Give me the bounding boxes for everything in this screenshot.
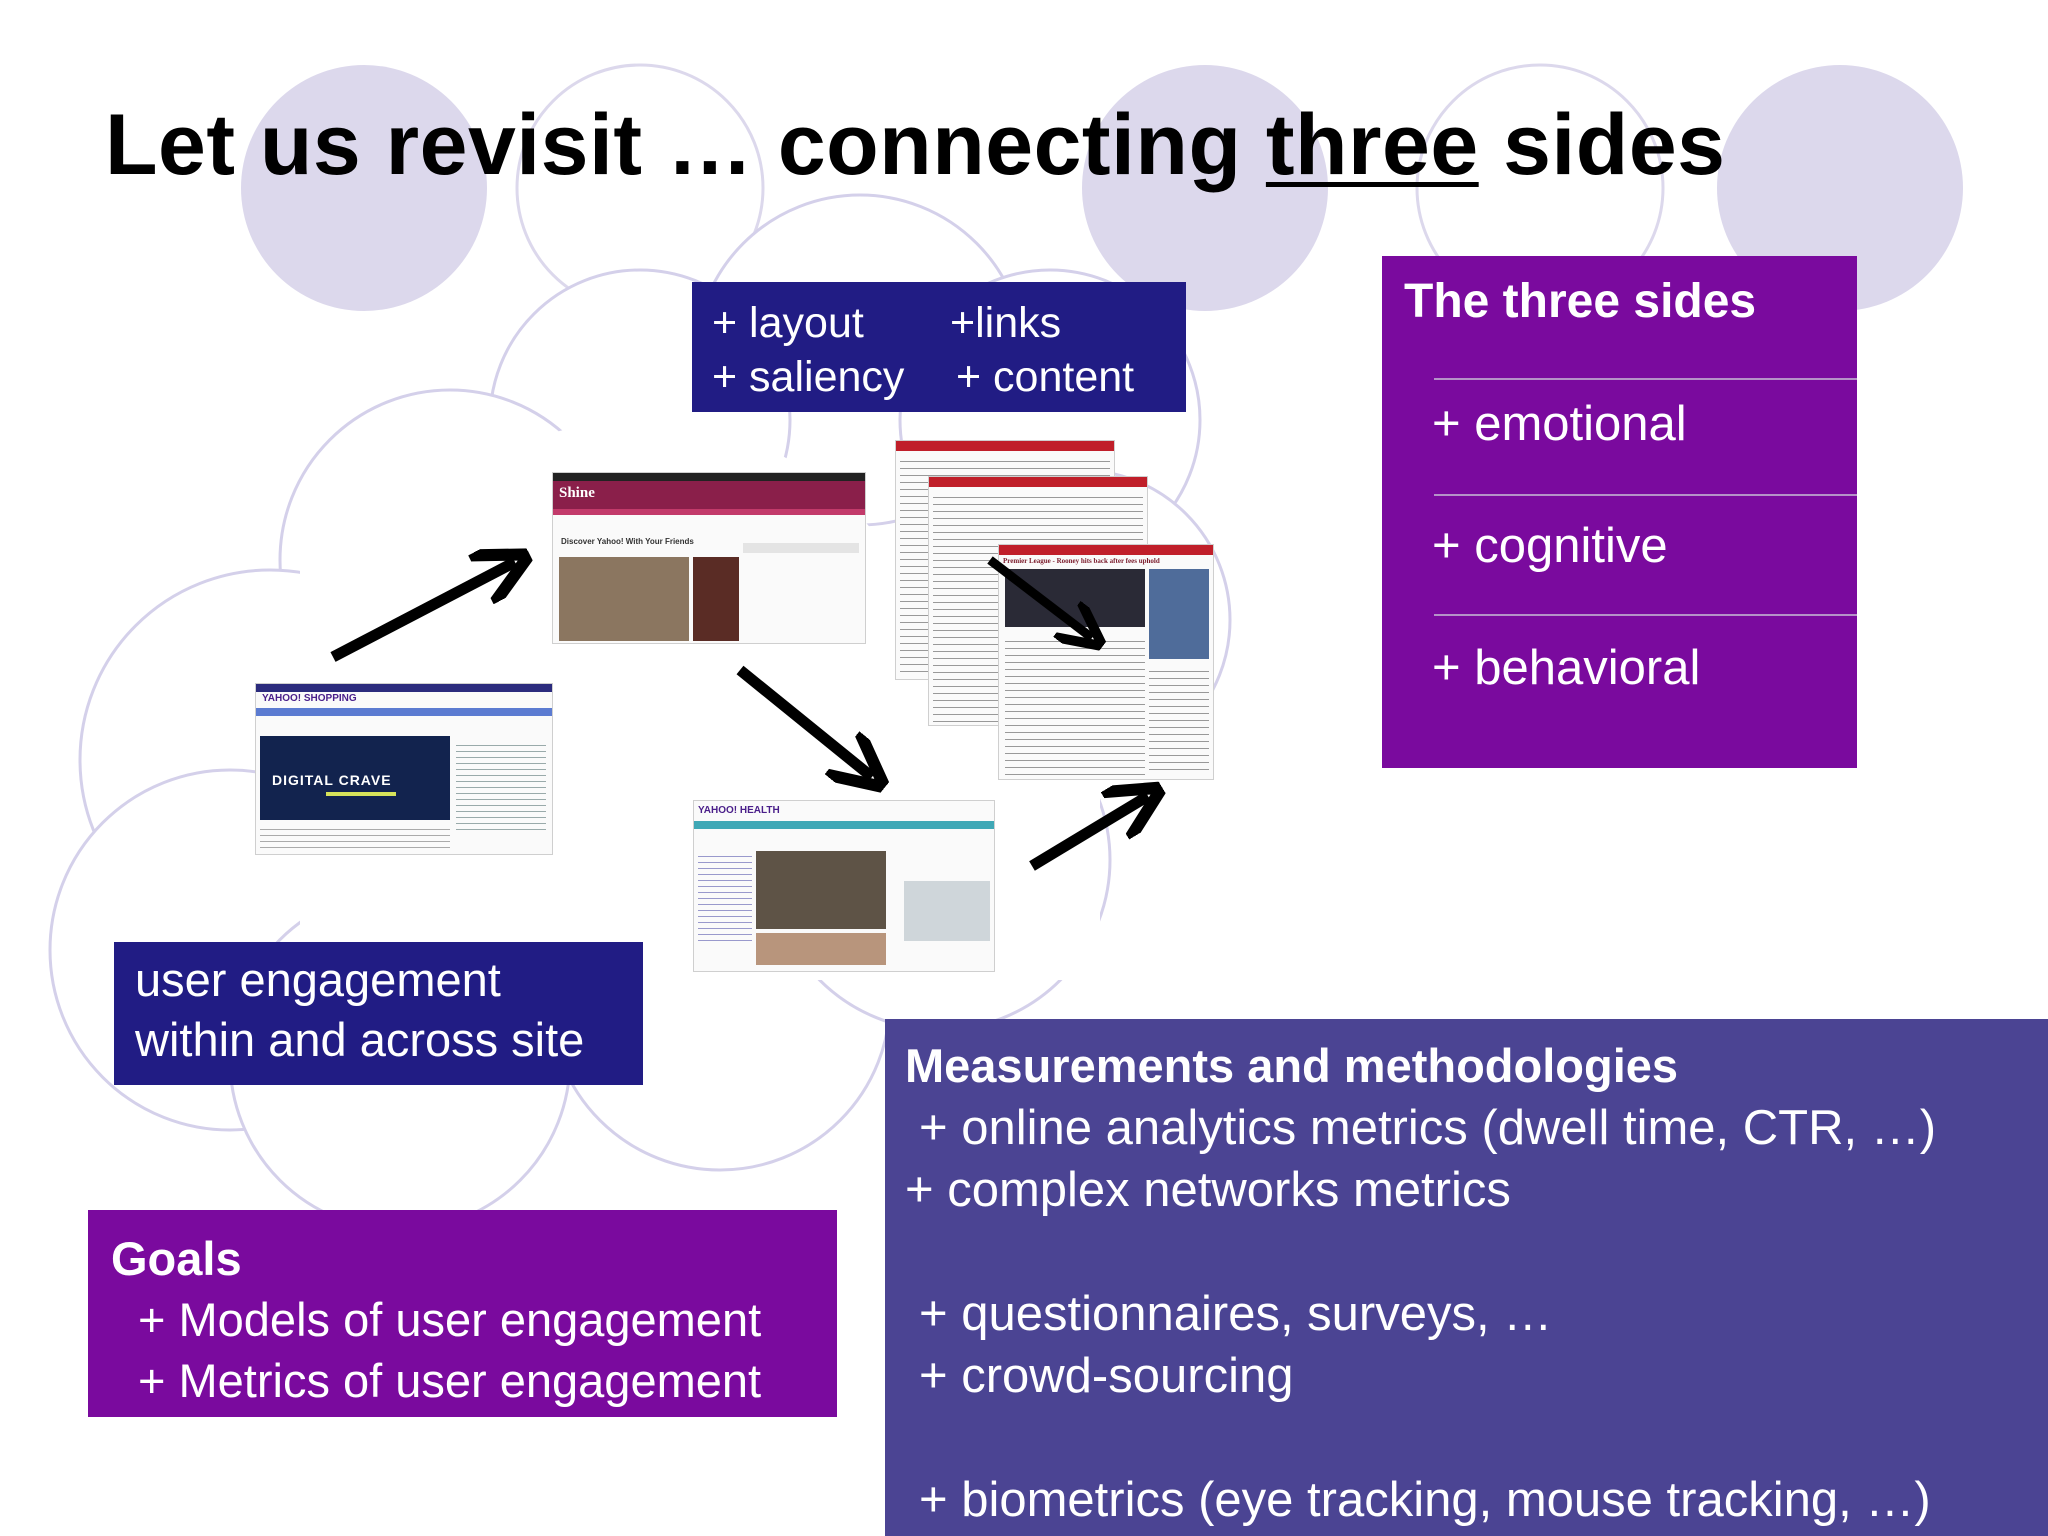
engagement-box: user engagement within and across site <box>114 942 643 1085</box>
screenshot-shine: Shine Discover Yahoo! With Your Friends <box>552 472 866 644</box>
measurement-item: + complex networks metrics <box>905 1163 1511 1217</box>
measurement-item: + biometrics (eye tracking, mouse tracki… <box>919 1473 1931 1527</box>
title-emphasis: three <box>1265 97 1479 193</box>
three-sides-heading: The three sides <box>1404 275 1757 328</box>
divider <box>1434 494 1857 496</box>
measurements-heading: Measurements and methodologies <box>905 1039 1679 1092</box>
measurements-box: Measurements and methodologies + online … <box>885 1019 2048 1536</box>
feature-links: +links <box>950 299 1062 347</box>
side-emotional: + emotional <box>1432 397 1687 451</box>
measurement-item: + crowd-sourcing <box>919 1349 1294 1403</box>
measurement-item: + questionnaires, surveys, … <box>919 1287 1553 1341</box>
arrow-within-news <box>987 556 1092 638</box>
arrow-to-shine <box>330 562 515 662</box>
goal-item: + Metrics of user engagement <box>138 1354 762 1407</box>
feature-content: + content <box>956 353 1135 401</box>
arrow-to-health <box>736 665 872 777</box>
engagement-line-1: user engagement <box>135 953 501 1006</box>
divider <box>1434 614 1857 616</box>
measurement-item: + online analytics metrics (dwell time, … <box>919 1101 1937 1155</box>
screenshot-yahoo-shopping: YAHOO! SHOPPING DIGITAL CRAVE <box>255 683 553 855</box>
page-features-box: + layout +links + saliency + content <box>692 282 1186 412</box>
goals-heading: Goals <box>111 1232 242 1285</box>
screenshot-yahoo-health: YAHOO! HEALTH <box>693 800 995 972</box>
screenshot-news-front: Premier League - Rooney hits back after … <box>998 544 1214 780</box>
three-sides-box: The three sides + emotional + cognitive … <box>1382 256 1857 768</box>
arrow-to-news <box>1029 796 1148 871</box>
feature-layout: + layout <box>712 299 864 347</box>
side-cognitive: + cognitive <box>1432 519 1668 573</box>
feature-saliency: + saliency <box>712 353 905 401</box>
slide-title: Let us revisit … connecting three sides <box>105 97 1726 193</box>
goal-item: + Models of user engagement <box>138 1293 762 1346</box>
header-circles <box>241 63 1963 313</box>
side-behavioral: + behavioral <box>1432 641 1701 695</box>
goals-box: Goals + Models of user engagement + Metr… <box>88 1210 837 1417</box>
divider <box>1434 378 1857 380</box>
engagement-line-2: within and across site <box>135 1013 585 1066</box>
